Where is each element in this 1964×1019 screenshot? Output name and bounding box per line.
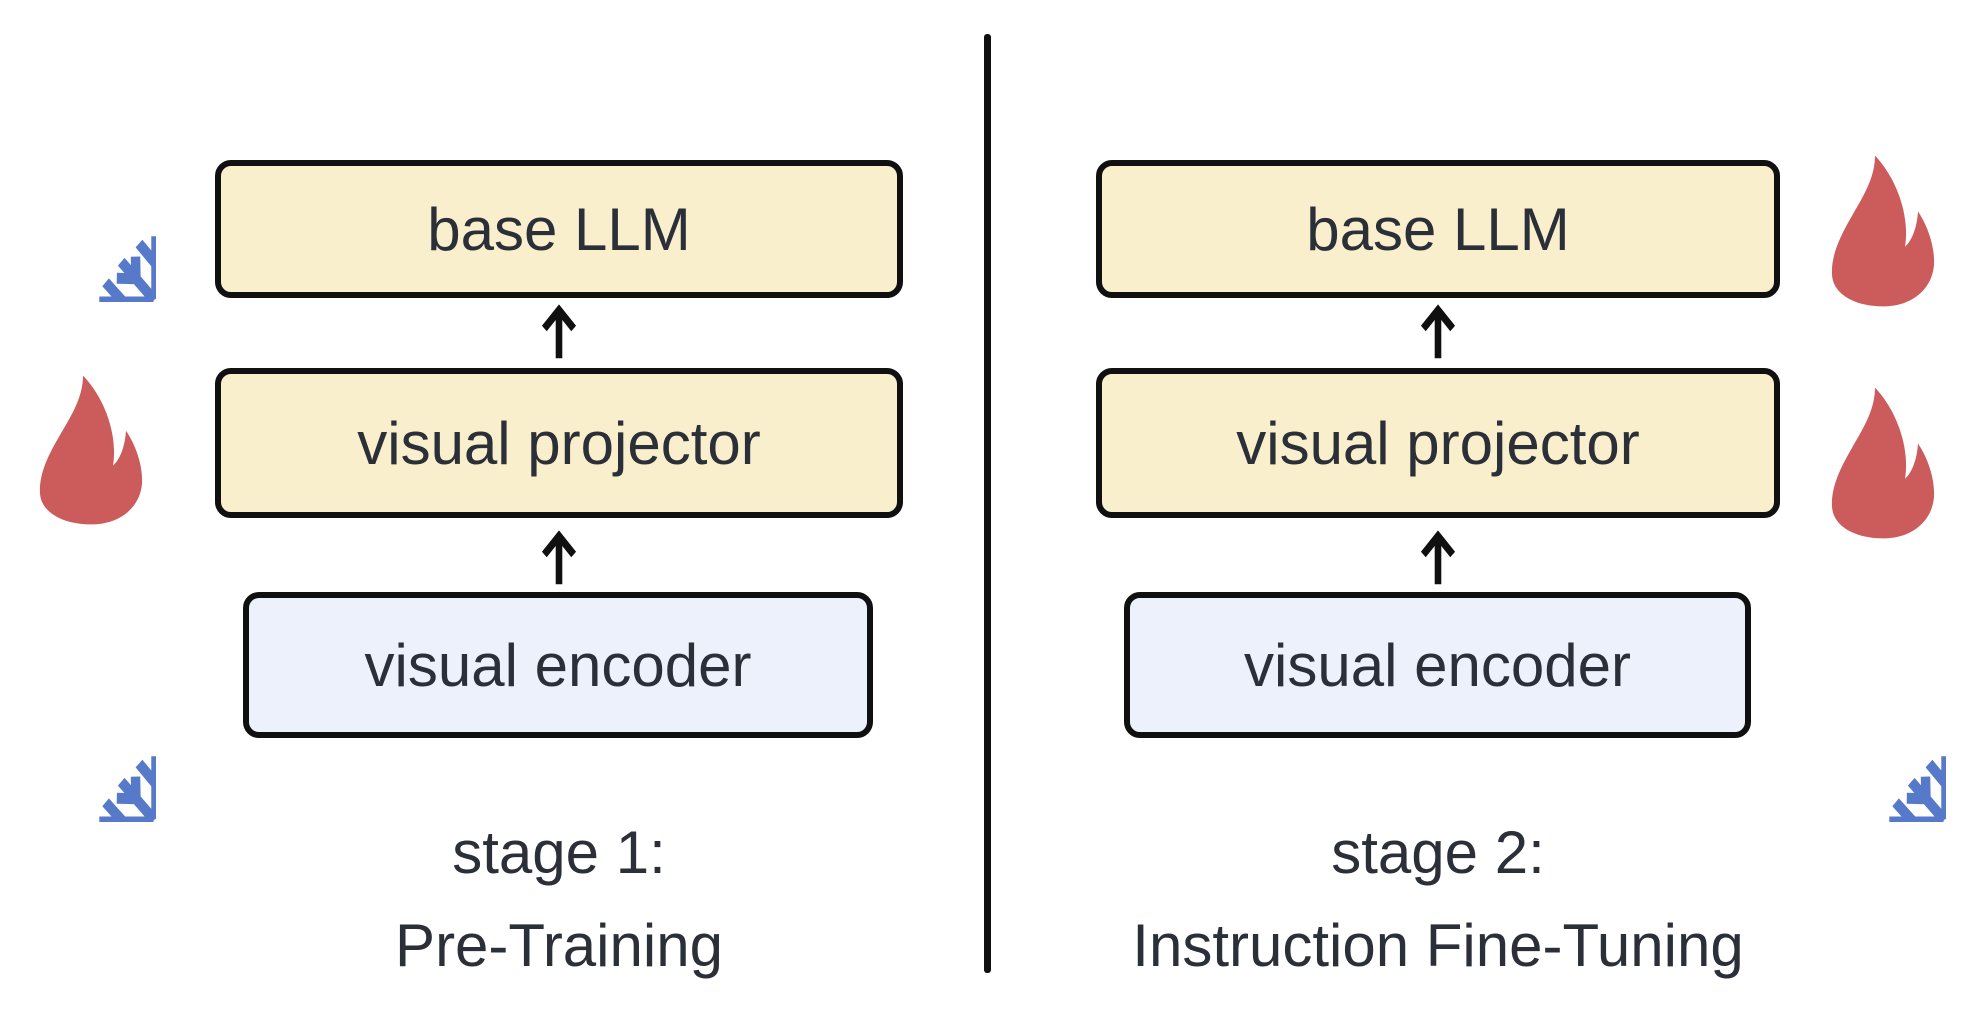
stage2-caption-line2: Instruction Fine-Tuning — [1132, 912, 1744, 979]
box-visual-encoder: visual encoder — [1124, 592, 1751, 738]
up-arrow-icon — [537, 304, 581, 360]
flame-icon — [30, 372, 150, 528]
box-visual-projector: visual projector — [215, 368, 903, 518]
box-label: base LLM — [1306, 195, 1570, 263]
box-visual-encoder: visual encoder — [243, 592, 873, 738]
box-visual-projector: visual projector — [1096, 368, 1780, 518]
box-label: visual projector — [1236, 409, 1640, 477]
box-label: visual projector — [357, 409, 761, 477]
stage2-caption-line1: stage 2: — [1331, 819, 1545, 886]
box-label: base LLM — [427, 195, 691, 263]
up-arrow-icon — [537, 530, 581, 586]
up-arrow-icon — [1416, 304, 1460, 360]
box-label: visual encoder — [1244, 631, 1631, 699]
panel-divider — [984, 34, 991, 973]
stage2-caption: stage 2: Instruction Fine-Tuning — [1088, 806, 1788, 992]
box-base-llm: base LLM — [215, 160, 903, 298]
stage1-caption-line1: stage 1: — [452, 819, 666, 886]
snowflake-icon — [30, 676, 156, 822]
box-base-llm: base LLM — [1096, 160, 1780, 298]
up-arrow-icon — [1416, 530, 1460, 586]
stage1-caption: stage 1: Pre-Training — [209, 806, 909, 992]
snowflake-icon — [30, 156, 156, 302]
box-label: visual encoder — [364, 631, 752, 699]
stage1-caption-line2: Pre-Training — [395, 912, 723, 979]
snowflake-icon — [1820, 676, 1946, 822]
flame-icon — [1822, 384, 1942, 542]
flame-icon — [1822, 152, 1942, 310]
